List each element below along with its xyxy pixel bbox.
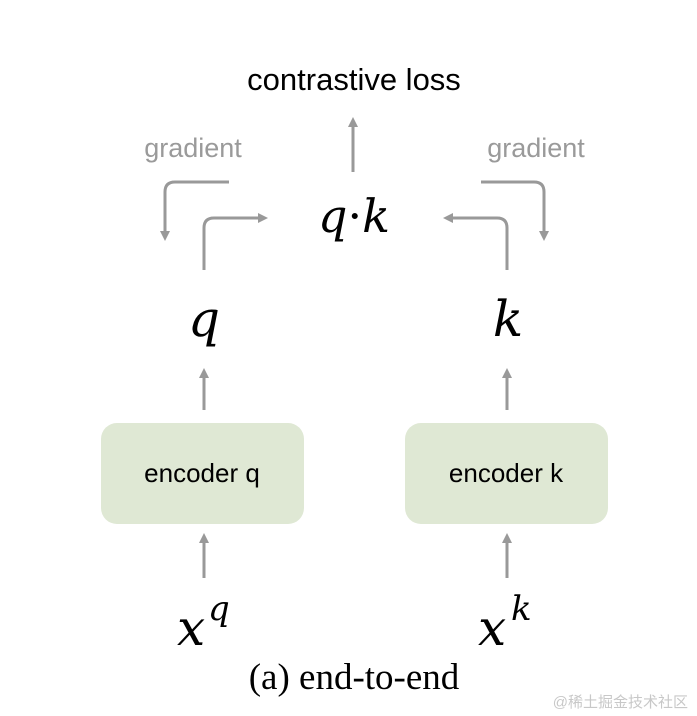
watermark: @稀土掘金技术社区 — [553, 694, 688, 711]
encoder-k-label: encoder k — [449, 458, 564, 488]
gradient-arrow-left — [160, 180, 229, 241]
query-symbol: q — [188, 290, 220, 348]
gradient-label-left: gradient — [144, 133, 242, 163]
encoder-q-shape — [101, 423, 304, 524]
input-k-superscript: k — [511, 589, 532, 629]
input-q-superscript: q — [208, 589, 230, 629]
encoder-k-box: encoder k — [405, 423, 608, 524]
forward-arrow-right — [443, 213, 509, 270]
encoder-k-shape — [405, 423, 608, 524]
encoder-q-box: encoder q — [101, 423, 304, 524]
key-symbol: k — [493, 290, 523, 348]
similarity-expression: q·k — [318, 189, 390, 243]
similarity-k: k — [362, 189, 390, 243]
diagram-title: contrastive loss — [247, 62, 461, 97]
gradient-label-right: gradient — [487, 133, 585, 163]
input-q-symbol: xq — [177, 589, 230, 657]
input-k-base: x — [478, 599, 506, 657]
gradient-arrow-right — [481, 180, 549, 241]
similarity-dot: · — [347, 189, 362, 243]
encoder-q-label: encoder q — [144, 458, 260, 488]
similarity-q: q — [318, 189, 347, 243]
forward-arrow-left — [202, 213, 268, 270]
diagram-caption: (a) end-to-end — [249, 657, 460, 698]
input-q-base: x — [177, 599, 205, 657]
